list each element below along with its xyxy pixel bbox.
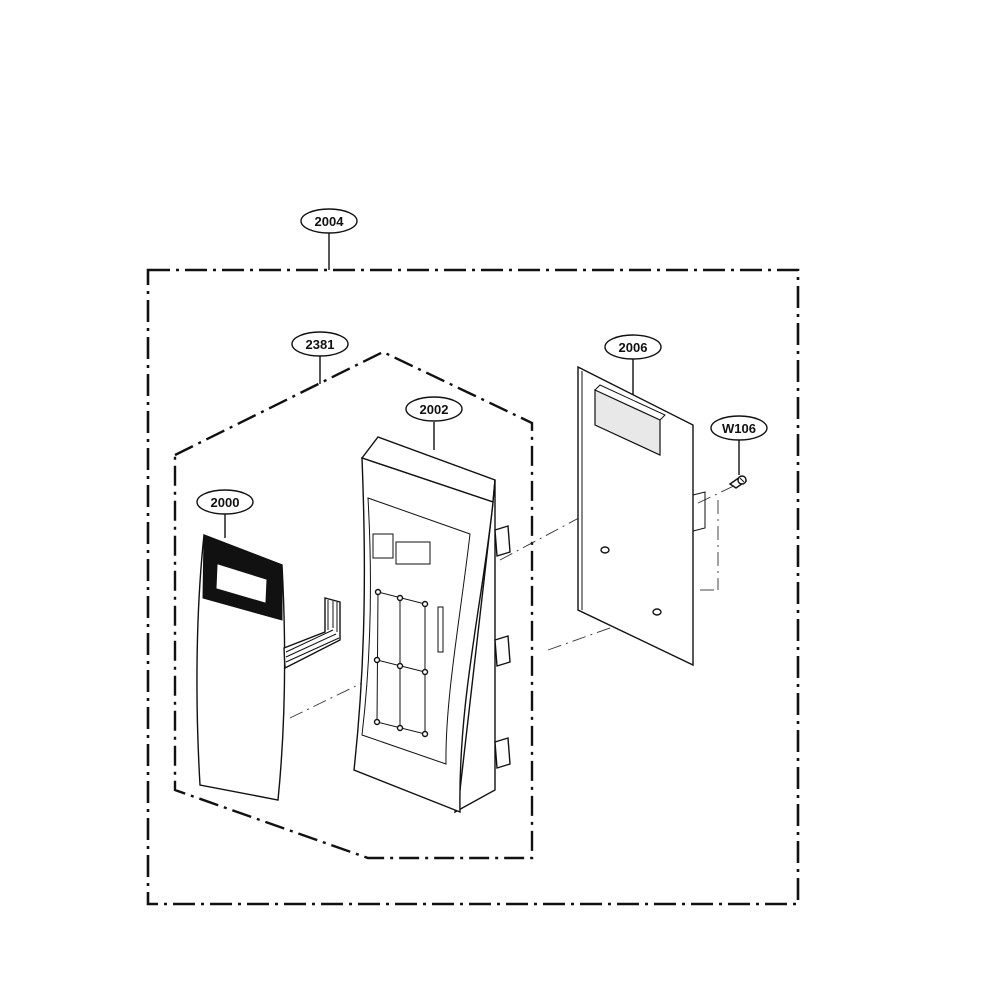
membrane-switch bbox=[196, 534, 341, 801]
pcb-board bbox=[577, 365, 706, 667]
control-panel-frame bbox=[353, 436, 511, 814]
pcb-display-module bbox=[594, 389, 661, 456]
screw bbox=[728, 475, 748, 489]
pcb-hole-upper bbox=[600, 546, 610, 554]
callout-screw: W106 bbox=[710, 415, 768, 441]
callout-subassembly: 2381 bbox=[291, 331, 349, 357]
assembly-boundary bbox=[146, 268, 800, 906]
subassembly-boundary bbox=[173, 350, 534, 860]
callout-pcb-label: 2006 bbox=[619, 340, 648, 355]
callout-membrane: 2000 bbox=[196, 489, 254, 515]
callout-frame: 2002 bbox=[405, 396, 463, 422]
callout-subassembly-label: 2381 bbox=[306, 337, 335, 352]
ribbon-cable bbox=[283, 597, 341, 670]
callout-frame-label: 2002 bbox=[420, 402, 449, 417]
keypad-grid bbox=[373, 588, 429, 738]
callout-screw-label: W106 bbox=[722, 421, 756, 436]
frame-clips bbox=[494, 525, 511, 769]
callout-pcb: 2006 bbox=[604, 334, 662, 360]
callout-membrane-label: 2000 bbox=[211, 495, 240, 510]
callout-assembly-label: 2004 bbox=[315, 214, 345, 229]
pcb-hole-lower bbox=[652, 608, 662, 616]
callout-assembly: 2004 bbox=[300, 208, 358, 234]
